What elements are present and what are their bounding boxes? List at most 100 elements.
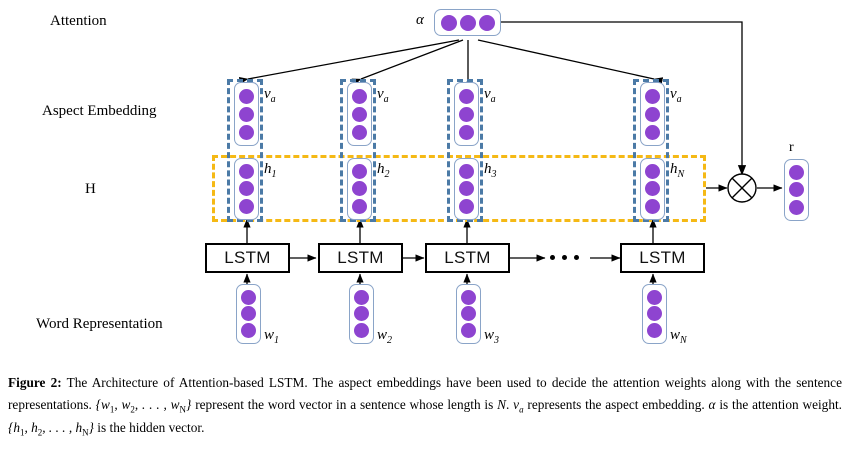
attention-neuron [440, 14, 457, 31]
neuron [239, 181, 254, 197]
arrow-alpha-to-multiply [501, 21, 747, 176]
hidden-state-vector-n [640, 158, 665, 220]
output-vector-label-r: r [789, 140, 794, 155]
arrow-colN-to-alpha [477, 39, 664, 85]
diagram-connections-layer [238, 21, 783, 284]
neuron [789, 182, 804, 198]
caption-word-sub-1: 1 [109, 404, 115, 415]
row-label-h: H [85, 181, 96, 197]
row-label-aspect-embedding: Aspect Embedding [42, 103, 157, 119]
neuron [352, 198, 367, 214]
caption-part-2: represent the word vector in a sentence … [191, 396, 498, 412]
neuron [239, 198, 254, 214]
hidden-state-vector-1 [234, 158, 259, 220]
figure-caption: Figure 2: The Architecture of Attention-… [8, 372, 842, 440]
caption-word-sub-2: 2 [130, 404, 135, 415]
attention-weight-vector [434, 9, 501, 36]
caption-part-6: is the hidden vector. [93, 419, 205, 435]
caption-hidden-sub-1: 1 [19, 427, 25, 438]
attention-neuron [459, 14, 476, 31]
arrow-col2-to-alpha [351, 39, 464, 86]
neuron [239, 106, 254, 122]
aspect-embedding-vector-1 [234, 82, 259, 146]
hidden-state-vector-2 [347, 158, 372, 220]
column-group-box-n [633, 79, 669, 222]
lstm-cell-3[interactable]: LSTM [425, 243, 510, 273]
caption-alpha-symbol: α [708, 396, 716, 412]
neuron [459, 181, 474, 197]
caption-n-symbol: N [497, 396, 507, 412]
aspect-embedding-vector-3 [454, 82, 479, 146]
row-label-attention: Attention [50, 13, 107, 29]
neuron [461, 323, 476, 339]
neuron [241, 306, 256, 322]
caption-figure-number: Figure 2: [8, 375, 62, 390]
aspect-vector-label-2: va [377, 86, 389, 105]
word-vector-2 [349, 284, 374, 344]
neuron [239, 164, 254, 180]
neuron [645, 124, 660, 140]
neuron [241, 323, 256, 339]
neuron [461, 289, 476, 305]
lstm-cell-1[interactable]: LSTM [205, 243, 290, 273]
caption-va-sub: a [519, 404, 524, 415]
aspect-embedding-vector-n [640, 82, 665, 146]
caption-part-1: The Architecture of Attention-based LSTM… [8, 375, 842, 412]
neuron [354, 289, 369, 305]
figure-architecture-diagram: Attention Aspect Embedding H Word Repres… [36, 9, 809, 346]
neuron [459, 164, 474, 180]
column-group-box-1 [227, 79, 263, 222]
aspect-vector-label-1: va [264, 86, 276, 105]
neuron [459, 88, 474, 104]
neuron [461, 306, 476, 322]
arrow-col1-to-alpha [238, 39, 460, 85]
neuron [352, 181, 367, 197]
neuron [645, 181, 660, 197]
neuron [352, 164, 367, 180]
neuron [789, 165, 804, 181]
neuron [645, 164, 660, 180]
neuron [241, 289, 256, 305]
neuron [645, 106, 660, 122]
caption-word-set-open: {w [95, 396, 110, 412]
neuron [239, 124, 254, 140]
word-vector-label-n: wN [670, 327, 687, 346]
caption-va-symbol: v [513, 396, 520, 412]
neuron [645, 198, 660, 214]
aspect-vector-label-3: va [484, 86, 496, 105]
lstm-cell-2[interactable]: LSTM [318, 243, 403, 273]
attention-neuron [478, 14, 495, 31]
alpha-label: α [416, 12, 424, 28]
row-label-word-representation: Word Representation [36, 316, 163, 332]
multiply-operator-icon [727, 173, 757, 203]
neuron [459, 124, 474, 140]
column-group-box-3 [447, 79, 483, 222]
caption-hidden-set-close: } [88, 419, 94, 435]
caption-hidden-set-dots: , . . . , h [42, 419, 83, 435]
neuron [645, 88, 660, 104]
caption-hidden-set-open: {h [8, 419, 20, 435]
word-vector-n [642, 284, 667, 344]
lstm-sequence-ellipsis [550, 255, 579, 260]
caption-part-3: . [506, 396, 514, 412]
caption-hidden-sub-2: 2 [37, 427, 43, 438]
hidden-vector-label-2: h2 [377, 161, 390, 180]
neuron [647, 323, 662, 339]
hidden-vector-label-n: hN [670, 161, 685, 180]
word-vector-label-1: w1 [264, 327, 280, 346]
neuron [239, 88, 254, 104]
neuron [352, 124, 367, 140]
caption-hidden-sub-n: N [82, 427, 89, 438]
caption-part-4: represents the aspect embedding. [523, 396, 709, 412]
caption-word-sub-n: N [179, 404, 187, 415]
neuron [647, 306, 662, 322]
lstm-cell-n[interactable]: LSTM [620, 243, 705, 273]
neuron [352, 106, 367, 122]
neuron [354, 323, 369, 339]
output-vector-r [784, 159, 809, 221]
hidden-state-vector-3 [454, 158, 479, 220]
word-vector-label-2: w2 [377, 327, 393, 346]
hidden-vector-label-3: h3 [484, 161, 497, 180]
caption-word-set-mid: , w [114, 396, 131, 412]
neuron [647, 289, 662, 305]
